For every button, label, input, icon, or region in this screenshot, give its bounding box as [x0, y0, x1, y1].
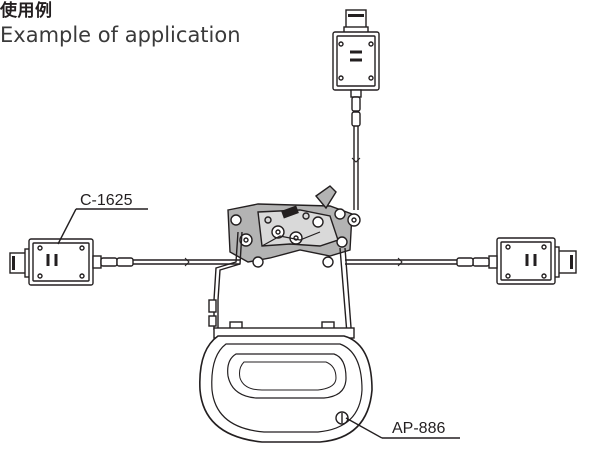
callout-ap886 — [345, 417, 460, 439]
handle-assembly — [199, 321, 373, 443]
central-mechanism — [227, 185, 361, 268]
title-english: Example of application — [0, 23, 241, 47]
right-latch — [456, 237, 577, 285]
left-link-rod — [208, 231, 243, 330]
horizontal-rods — [133, 257, 457, 267]
top-rod — [351, 126, 361, 210]
callout-label-ap886: AP-886 — [392, 420, 445, 437]
left-latch — [9, 238, 134, 286]
title-japanese: 使用例 — [0, 1, 53, 21]
top-latch — [332, 9, 380, 127]
callout-label-c1625: C-1625 — [80, 192, 133, 209]
callout-c1625 — [57, 208, 148, 245]
